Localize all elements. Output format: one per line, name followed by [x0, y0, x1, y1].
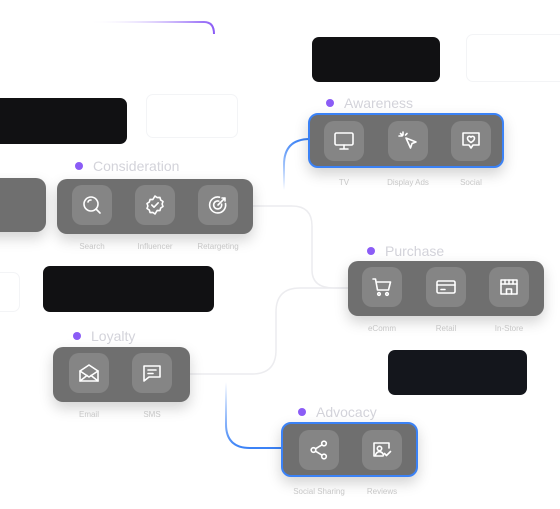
- search-icon[interactable]: [72, 185, 112, 225]
- dark-block: [43, 266, 214, 312]
- channel-label: Retail: [435, 324, 457, 333]
- storefront-icon[interactable]: [489, 267, 529, 307]
- stage-panel-loyalty[interactable]: Email SMS: [53, 347, 190, 419]
- stage-title-text: Advocacy: [316, 404, 377, 420]
- review-icon[interactable]: [362, 430, 402, 470]
- stage-panel-purchase[interactable]: eComm Retail In-Store: [348, 261, 544, 333]
- stage-dot: [298, 408, 306, 416]
- stage-panel-consideration[interactable]: Search Influencer Retargeting: [57, 179, 253, 251]
- channel-label: SMS: [143, 410, 161, 419]
- channel-label: Reviews: [366, 487, 398, 496]
- share-icon[interactable]: [299, 430, 339, 470]
- verified-badge-icon[interactable]: [135, 185, 175, 225]
- stage-dot: [367, 247, 375, 255]
- stage-title-text: Purchase: [385, 243, 445, 259]
- email-icon[interactable]: [69, 353, 109, 393]
- stage-dot: [75, 162, 83, 170]
- stage-title-purchase: Purchase: [367, 243, 444, 259]
- channel-label: Display Ads: [387, 178, 429, 187]
- sms-icon[interactable]: [132, 353, 172, 393]
- ghost-block: [146, 94, 238, 138]
- channel-label: TV: [338, 178, 350, 187]
- channel-label: Social: [460, 178, 482, 187]
- consideration-to-purchase-connector: [252, 205, 348, 289]
- stage-title-loyalty: Loyalty: [73, 328, 135, 344]
- ghost-block: [0, 272, 20, 312]
- stage-title-text: Consideration: [93, 158, 180, 174]
- channel-label: Search: [79, 242, 105, 251]
- loyalty-to-advocacy-connector: [225, 382, 282, 449]
- stage-dot: [73, 332, 81, 340]
- stage-title-consideration: Consideration: [75, 158, 179, 174]
- stage-panel-advocacy[interactable]: Social Sharing Reviews: [281, 422, 418, 496]
- awareness-connector: [283, 138, 311, 190]
- purchase-to-loyalty-connector: [190, 287, 348, 375]
- stage-title-text: Loyalty: [91, 328, 136, 344]
- heart-chat-icon[interactable]: [451, 121, 491, 161]
- channel-label: Email: [78, 410, 99, 419]
- credit-card-icon[interactable]: [426, 267, 466, 307]
- stage-title-advocacy: Advocacy: [298, 404, 377, 420]
- channel-label: Social Sharing: [293, 487, 345, 496]
- dark-block: [312, 37, 440, 82]
- ghost-block: [466, 34, 560, 82]
- stage-title-text: Awareness: [344, 95, 414, 111]
- stage-dot: [326, 99, 334, 107]
- monitor-icon[interactable]: [324, 121, 364, 161]
- top-accent-curve: [88, 21, 215, 35]
- channel-label: Retargeting: [197, 242, 239, 251]
- channel-label: eComm: [367, 324, 396, 333]
- stage-panel-awareness[interactable]: TV Display Ads Social: [308, 113, 504, 187]
- channel-label: Influencer: [137, 242, 173, 251]
- dark-block: [0, 98, 127, 144]
- channel-label: In-Store: [494, 324, 524, 333]
- target-icon[interactable]: [198, 185, 238, 225]
- dark-block: [388, 350, 527, 395]
- cursor-click-icon[interactable]: [388, 121, 428, 161]
- cart-icon[interactable]: [362, 267, 402, 307]
- stage-title-awareness: Awareness: [326, 95, 413, 111]
- partial-panel: [0, 178, 46, 232]
